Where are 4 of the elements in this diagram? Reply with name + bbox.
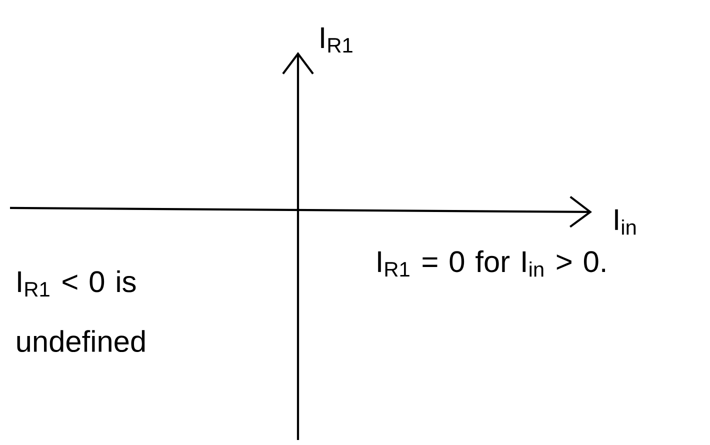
note-text: I$_{R1}$ < 0 is undefined [17,270,145,352]
note-text: I$_{R1}$ = 0 for I$_{in}$ > 0. [378,250,605,277]
axis-label: I$_{in}$ [615,209,636,235]
axis-label: I$_{R1}$ [321,27,352,53]
